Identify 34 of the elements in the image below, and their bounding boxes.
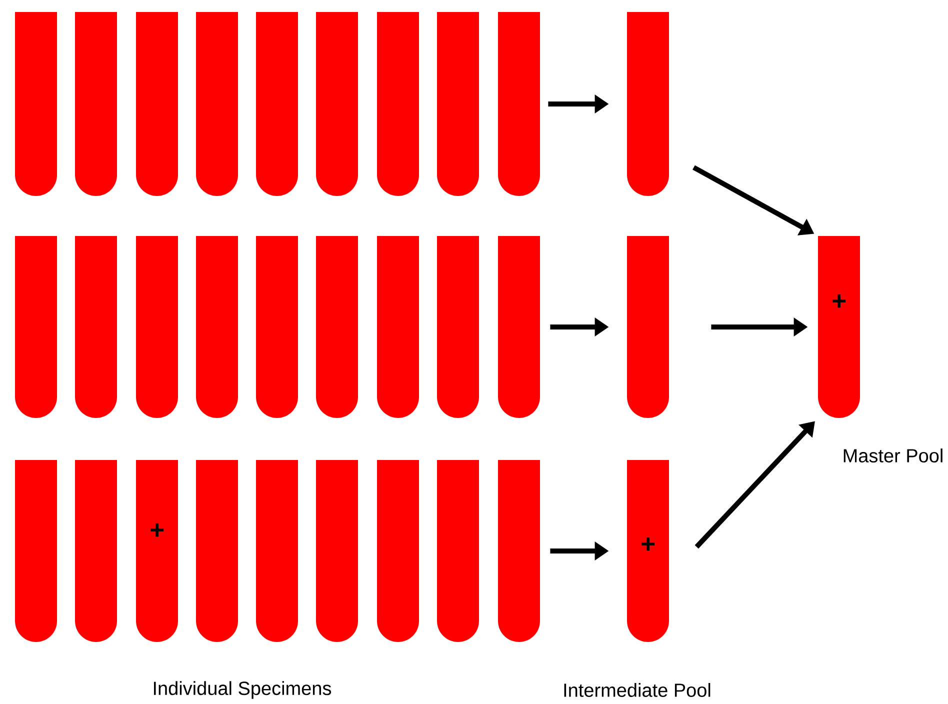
test-tube <box>627 12 669 196</box>
group-label: Individual Specimens <box>154 681 332 699</box>
test-tube <box>75 12 117 196</box>
test-tube <box>377 460 419 642</box>
test-tube <box>498 236 540 418</box>
test-tube <box>627 236 669 418</box>
test-tube <box>256 12 298 196</box>
test-tube <box>15 460 57 642</box>
test-tube: + <box>136 460 178 642</box>
test-tube <box>196 12 238 196</box>
test-tube <box>256 460 298 642</box>
test-tube <box>136 12 178 196</box>
test-tube <box>377 236 419 418</box>
test-tube <box>498 12 540 196</box>
test-tube <box>377 12 419 196</box>
test-tube <box>15 12 57 196</box>
test-tube <box>75 460 117 642</box>
test-tube <box>316 12 358 196</box>
test-tube <box>437 12 479 196</box>
test-tube <box>136 236 178 418</box>
pool-label: Master Pool <box>844 448 942 462</box>
test-tube <box>15 236 57 418</box>
test-tube: + <box>818 236 860 418</box>
test-tube <box>256 236 298 418</box>
test-tube <box>498 460 540 642</box>
test-tube <box>437 460 479 642</box>
test-tube: + <box>627 460 669 642</box>
test-tube <box>196 460 238 642</box>
test-tube <box>437 236 479 418</box>
test-tube <box>75 236 117 418</box>
test-tube <box>196 236 238 418</box>
test-tube <box>316 236 358 418</box>
test-tube <box>316 460 358 642</box>
group-label: Intermediate Pool <box>564 683 710 697</box>
